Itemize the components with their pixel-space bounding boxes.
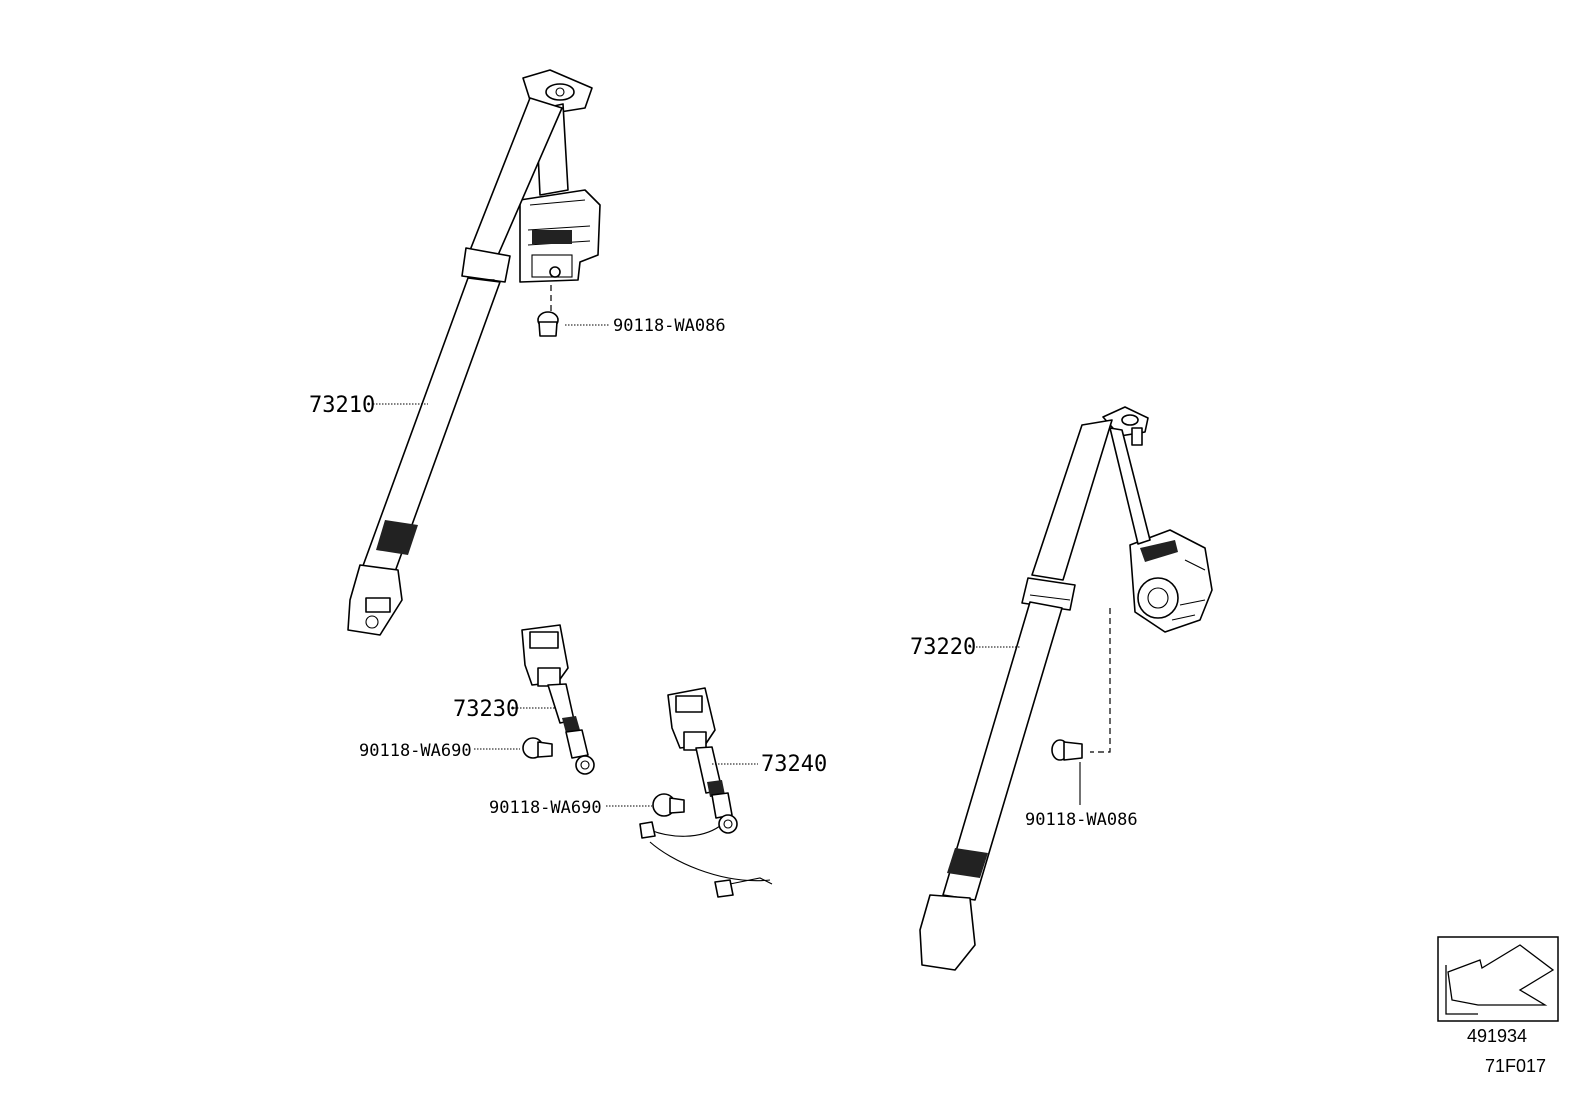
callout-73240[interactable]: 73240 bbox=[761, 752, 827, 777]
vehicle-orientation-icon bbox=[1437, 936, 1559, 1022]
callout-73220[interactable]: 73220 bbox=[910, 635, 976, 660]
bolt-mid-center-90118-WA690[interactable] bbox=[606, 793, 685, 817]
bolt-right-90118-WA086[interactable] bbox=[1051, 608, 1111, 805]
diagram-number: 491934 bbox=[1467, 1026, 1527, 1046]
callout-bolt-mid-center[interactable]: 90118-WA690 bbox=[489, 798, 602, 818]
bolt-top-90118-WA086[interactable] bbox=[537, 285, 610, 337]
callout-bolt-right[interactable]: 90118-WA086 bbox=[1025, 810, 1138, 830]
part-73220-seat-belt[interactable] bbox=[919, 406, 1213, 971]
callout-73210[interactable]: 73210 bbox=[309, 393, 375, 418]
part-73240-buckle[interactable] bbox=[639, 687, 773, 898]
callout-73230[interactable]: 73230 bbox=[453, 697, 519, 722]
part-73230-buckle[interactable] bbox=[514, 624, 595, 775]
callout-bolt-top[interactable]: 90118-WA086 bbox=[613, 316, 726, 336]
page-code: 71F017 bbox=[1485, 1056, 1546, 1076]
part-73210-seat-belt[interactable] bbox=[347, 69, 601, 636]
callout-bolt-mid-left[interactable]: 90118-WA690 bbox=[359, 741, 472, 761]
bolt-mid-left-90118-WA690[interactable] bbox=[474, 737, 553, 759]
